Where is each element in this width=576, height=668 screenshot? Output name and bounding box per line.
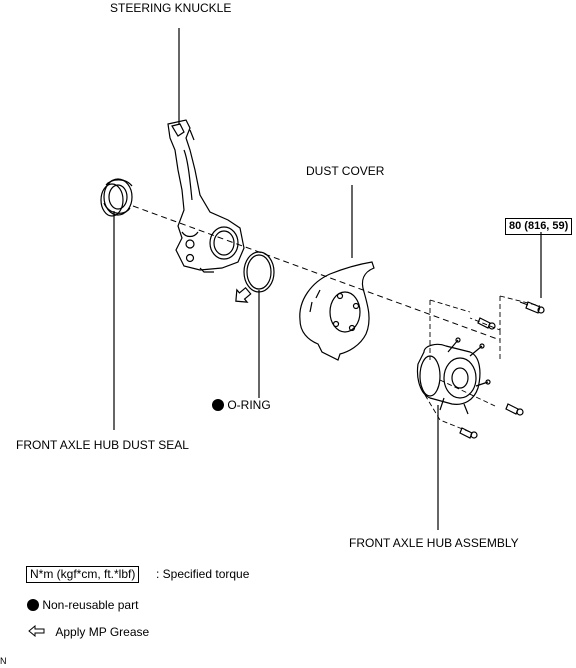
non-reusable-dot-icon	[212, 399, 224, 411]
hub-bolt-1	[519, 301, 545, 314]
bolt-axis-lines	[424, 295, 541, 433]
legend-grease-text: Apply MP Grease	[55, 625, 150, 639]
filled-circle-icon	[27, 599, 39, 611]
hub-assembly-part	[416, 337, 491, 415]
hub-bolt-4	[459, 427, 478, 439]
legend-non-reusable-text: Non-reusable part	[42, 598, 139, 612]
o-ring-text: O-RING	[227, 398, 271, 412]
grease-arrow-icon	[235, 286, 252, 303]
dust-cover-label: DUST COVER	[306, 164, 385, 178]
steering-knuckle-part	[167, 119, 245, 273]
dust-seal-part	[100, 178, 133, 217]
corner-mark: N	[0, 656, 7, 666]
hub-bolt-2	[477, 317, 496, 330]
dust-seal-label: FRONT AXLE HUB DUST SEAL	[16, 438, 189, 452]
o-ring-part	[243, 251, 275, 293]
torque-spec-box: 80 (816, 59)	[505, 218, 573, 235]
steering-knuckle-label: STEERING KNUCKLE	[110, 1, 232, 15]
o-ring-label: O-RING	[212, 398, 271, 412]
legend-torque-text: : Specified torque	[156, 567, 250, 581]
legend-grease: Apply MP Grease	[28, 624, 150, 639]
legend-torque-box: N*m (kgf*cm, ft.*lbf)	[26, 566, 140, 583]
assembly-axis-line	[132, 205, 501, 341]
hollow-arrow-icon	[28, 624, 45, 638]
legend-non-reusable: Non-reusable part	[27, 598, 138, 612]
hub-assembly-label: FRONT AXLE HUB ASSEMBLY	[349, 536, 519, 550]
dust-cover-part	[299, 261, 375, 361]
hub-bolt-3	[505, 403, 524, 416]
